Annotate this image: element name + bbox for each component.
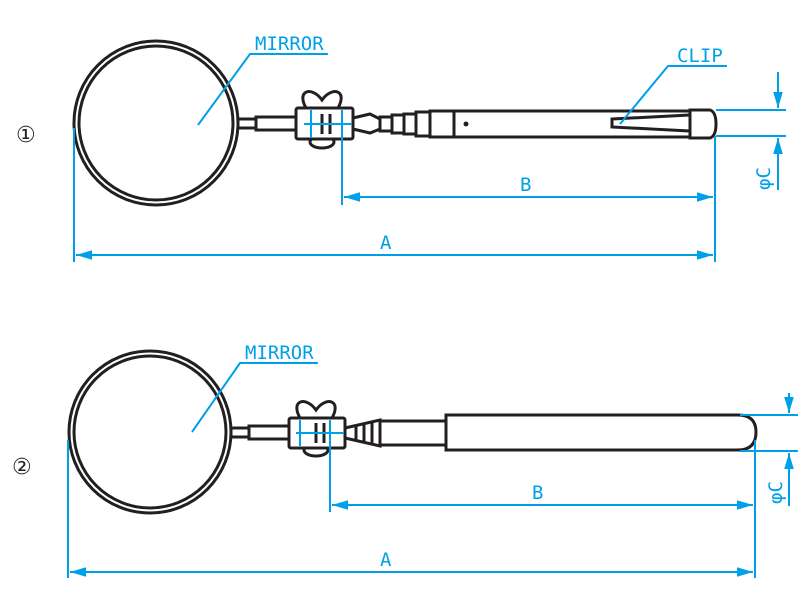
dimension-c-label-1: φC — [753, 167, 775, 190]
dimensions-2: MIRROR B A φC — [67, 342, 798, 578]
dimension-b-label-1: B — [520, 174, 531, 196]
figure-number-2: ② — [12, 455, 32, 480]
figure-number-1: ① — [16, 123, 36, 148]
mirror-2 — [67, 349, 233, 515]
wing-nut-icon — [301, 90, 343, 110]
telescopic-handle-1 — [236, 90, 718, 150]
clip-label-1: CLIP — [677, 45, 723, 67]
mirror-label-1: MIRROR — [255, 33, 324, 55]
figure-1: ① MIRROR CLIP B A φC — [16, 33, 786, 262]
dimensions-1: MIRROR CLIP B A φC — [73, 33, 786, 262]
wing-nut-icon — [295, 400, 337, 420]
mirror-1 — [72, 39, 240, 207]
dimension-b-label-2: B — [532, 482, 543, 504]
dimension-a-label-1: A — [380, 232, 392, 254]
mirror-label-2: MIRROR — [245, 342, 314, 364]
dimension-c-label-2: φC — [765, 481, 787, 504]
figure-2: ② MIRROR B A φC — [12, 342, 798, 578]
telescopic-handle-2 — [229, 400, 758, 458]
dimension-a-label-2: A — [380, 549, 392, 571]
clip — [610, 113, 692, 133]
